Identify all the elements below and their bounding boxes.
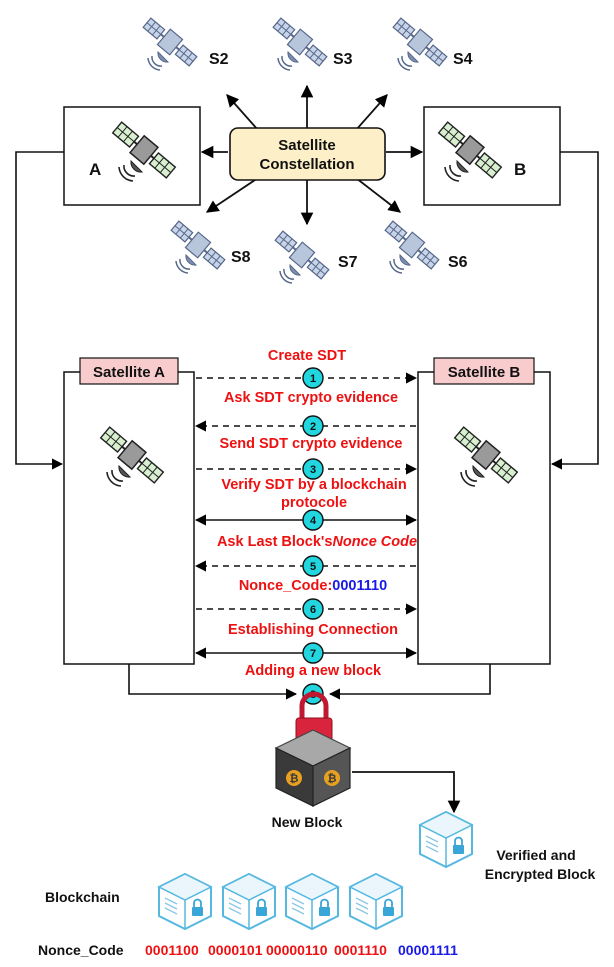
satellite-a-title: Satellite A: [93, 364, 165, 381]
step-6-prefix: Nonce_Code:: [239, 578, 332, 594]
verified-block-icon: [420, 812, 472, 867]
nonce-code-3: 00000110: [266, 942, 328, 958]
satellite-a-frame: [64, 107, 200, 205]
label-b: B: [514, 160, 526, 179]
new-block-label: New Block: [272, 814, 343, 830]
step-2-number: 2: [310, 421, 316, 433]
blockchain-cube-3-icon: [286, 874, 338, 929]
nonce-code-2: 0000101: [208, 942, 263, 958]
blockchain-cube-2-icon: [223, 874, 275, 929]
bitcoin-right-glyph: ₿: [328, 773, 337, 785]
step-6-label: Nonce_Code:0001110: [239, 578, 387, 594]
satellite-a-box: [64, 372, 194, 664]
constellation-line1: Satellite: [278, 137, 336, 154]
step-1-label: Create SDT: [268, 348, 346, 364]
new-block-arrow: [352, 772, 454, 812]
satellite-s7-icon: [273, 228, 332, 283]
step-7-label: Establishing Connection: [228, 622, 398, 638]
satellite-s3-icon: [271, 15, 330, 70]
satellite-s2-icon: [141, 15, 200, 70]
satellite-s6-icon: [383, 218, 442, 273]
step-5-number: 5: [310, 561, 316, 573]
satellite-s8-icon: [169, 218, 228, 273]
nonce-code-4: 0001110: [334, 942, 387, 958]
label-s7: S7: [338, 254, 358, 271]
label-s3: S3: [333, 51, 353, 68]
step-3-number: 3: [310, 464, 316, 476]
new-block-icon: ₿ ₿: [276, 694, 350, 806]
step-2-label: Ask SDT crypto evidence: [224, 390, 398, 406]
blockchain-cube-1-icon: [159, 874, 211, 929]
label-a: A: [89, 160, 101, 179]
step-4-number: 4: [310, 515, 317, 527]
label-s2: S2: [209, 51, 229, 68]
satellite-b-title: Satellite B: [448, 364, 521, 381]
step-5-prefix: Ask Last Block's: [217, 534, 332, 550]
satellite-b-box: [418, 372, 550, 664]
verified-line1: Verified and: [496, 847, 575, 863]
label-s8: S8: [231, 249, 251, 266]
step-3-label: Send SDT crypto evidence: [220, 436, 403, 452]
nonce-code-1: 0001100: [145, 942, 199, 958]
label-s6: S6: [448, 254, 468, 271]
blockchain-title: Blockchain: [45, 889, 120, 905]
blockchain-cube-4-icon: [350, 874, 402, 929]
bitcoin-left-glyph: ₿: [290, 773, 299, 785]
step-6-value: 0001110: [332, 578, 387, 594]
nonce-code-5: 00001111: [398, 942, 458, 958]
step-1-number: 1: [310, 373, 316, 385]
verified-line2: Encrypted Block: [485, 866, 596, 882]
step-7-number: 7: [310, 648, 316, 660]
step-8-label: Adding a new block: [245, 663, 382, 679]
constellation-line2: Constellation: [259, 156, 354, 173]
satellite-s4-icon: [391, 15, 450, 70]
nonce-title: Nonce_Code: [38, 942, 124, 958]
step-5-italic: Nonce Code: [332, 534, 417, 550]
satellite-b-frame: [424, 107, 560, 205]
step-4-label-line2: protocole: [281, 495, 347, 511]
step-6-number: 6: [310, 604, 316, 616]
step-5-label: Ask Last Block'sNonce Code: [217, 534, 417, 550]
label-s4: S4: [453, 51, 473, 68]
